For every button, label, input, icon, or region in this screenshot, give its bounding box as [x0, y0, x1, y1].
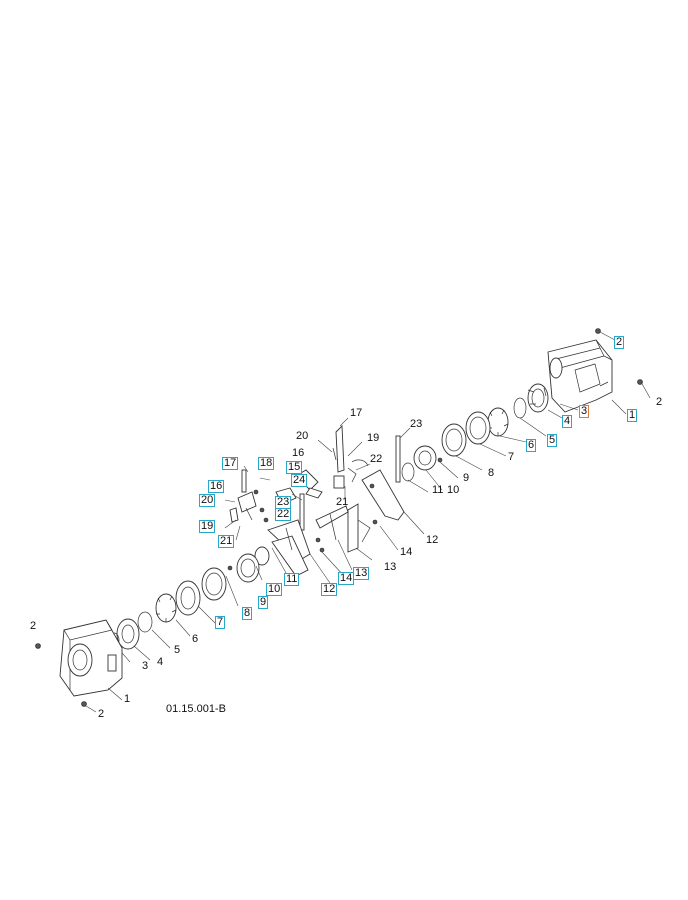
callout-1: 1	[124, 693, 131, 705]
right-housing-part	[547, 339, 613, 413]
left-bolts	[35, 643, 97, 713]
drawing-number: 01.15.001-B	[166, 703, 226, 715]
callout-2: 2	[30, 620, 37, 632]
callout-5[interactable]: 5	[547, 434, 558, 447]
callout-21: 21	[336, 496, 349, 508]
left-bearing-stack	[108, 546, 291, 663]
callout-5: 5	[174, 644, 181, 656]
callout-12: 12	[426, 534, 439, 546]
left-housing-part	[59, 619, 123, 701]
callout-1[interactable]: 1	[627, 409, 638, 422]
callout-20: 20	[296, 430, 309, 442]
callout-14: 14	[400, 546, 413, 558]
callout-15[interactable]: 15	[286, 461, 303, 474]
callout-22[interactable]: 22	[275, 508, 292, 521]
callout-17[interactable]: 17	[222, 457, 239, 470]
callout-2[interactable]: 2	[614, 336, 625, 349]
callout-8[interactable]: 8	[242, 607, 253, 620]
callout-8: 8	[488, 467, 495, 479]
lever-plate-group-right	[347, 469, 425, 561]
callout-11[interactable]: 11	[284, 573, 300, 586]
callout-4: 4	[157, 656, 164, 668]
callout-20[interactable]: 20	[199, 494, 216, 507]
middle-top-pins	[317, 417, 371, 500]
callout-11: 11	[432, 484, 444, 496]
callout-2: 2	[98, 708, 105, 720]
callout-4[interactable]: 4	[562, 415, 573, 428]
right-bearing-stack	[401, 383, 549, 482]
callout-6: 6	[192, 633, 199, 645]
callout-9: 9	[463, 472, 470, 484]
callout-7[interactable]: 7	[215, 616, 226, 629]
callout-22: 22	[370, 453, 383, 465]
callout-3: 3	[142, 660, 149, 672]
callout-7: 7	[508, 451, 515, 463]
callout-6[interactable]: 6	[526, 439, 537, 452]
right-bolts	[595, 328, 651, 399]
callout-24[interactable]: 24	[291, 474, 308, 487]
left-small-parts	[224, 465, 303, 541]
right-shaft	[395, 427, 411, 483]
callout-19: 19	[367, 432, 380, 444]
callout-12[interactable]: 12	[321, 583, 338, 596]
callout-10: 10	[447, 484, 460, 496]
callout-13[interactable]: 13	[353, 567, 370, 580]
callout-3[interactable]: 3	[579, 405, 590, 418]
callout-18[interactable]: 18	[258, 457, 275, 470]
callout-13: 13	[384, 561, 397, 573]
callout-2: 2	[656, 396, 663, 408]
callout-21[interactable]: 21	[218, 535, 235, 548]
callout-9[interactable]: 9	[258, 596, 269, 609]
callout-14[interactable]: 14	[338, 572, 355, 585]
callout-10[interactable]: 10	[266, 583, 283, 596]
callout-16[interactable]: 16	[208, 480, 225, 493]
callout-19[interactable]: 19	[199, 520, 216, 533]
callout-23: 23	[410, 418, 423, 430]
callout-17: 17	[350, 407, 363, 419]
callout-16: 16	[292, 447, 305, 459]
